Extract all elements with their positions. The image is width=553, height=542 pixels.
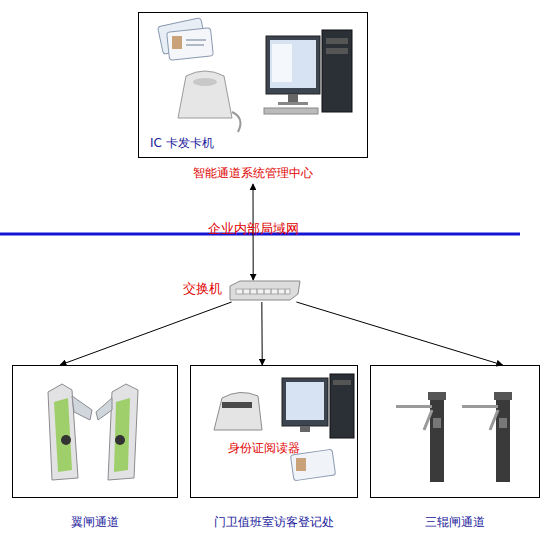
card-reader [178, 71, 240, 132]
box-frame [190, 365, 358, 498]
connector-arrow [261, 302, 262, 365]
id-reader [214, 392, 262, 430]
desk-computer [282, 374, 354, 438]
computer [264, 30, 352, 114]
flap-gate-channel: 翼闸通道 [12, 365, 178, 498]
network-switch [230, 281, 300, 300]
connector-arrow [60, 302, 231, 365]
tripod-turnstiles [396, 392, 512, 482]
management-center: IC 卡发卡机智能通道系统管理中心 [138, 12, 368, 184]
node-label: 交换机 [183, 282, 222, 296]
tripod-gate-channel: 三辊闸通道 [370, 365, 540, 498]
box-frame [12, 365, 178, 498]
ic-cards [158, 18, 214, 60]
node-label: 三辊闸通道 [370, 515, 540, 529]
node-label: 翼闸通道 [12, 515, 178, 529]
node-label: 智能通道系统管理中心 [138, 166, 368, 180]
switch: 交换机 [228, 280, 300, 302]
box-frame [370, 365, 540, 498]
node-label: IC 卡发卡机 [150, 136, 214, 150]
flap-gates [48, 384, 138, 480]
node-label: 门卫值班室访客登记处 [190, 515, 358, 529]
node-label: 身份证阅读器 [228, 441, 300, 455]
connector-arrow [296, 302, 502, 365]
visitor-desk: 身份证阅读器门卫值班室访客登记处 [190, 365, 358, 498]
network-label: 企业内部局域网 [208, 220, 299, 238]
